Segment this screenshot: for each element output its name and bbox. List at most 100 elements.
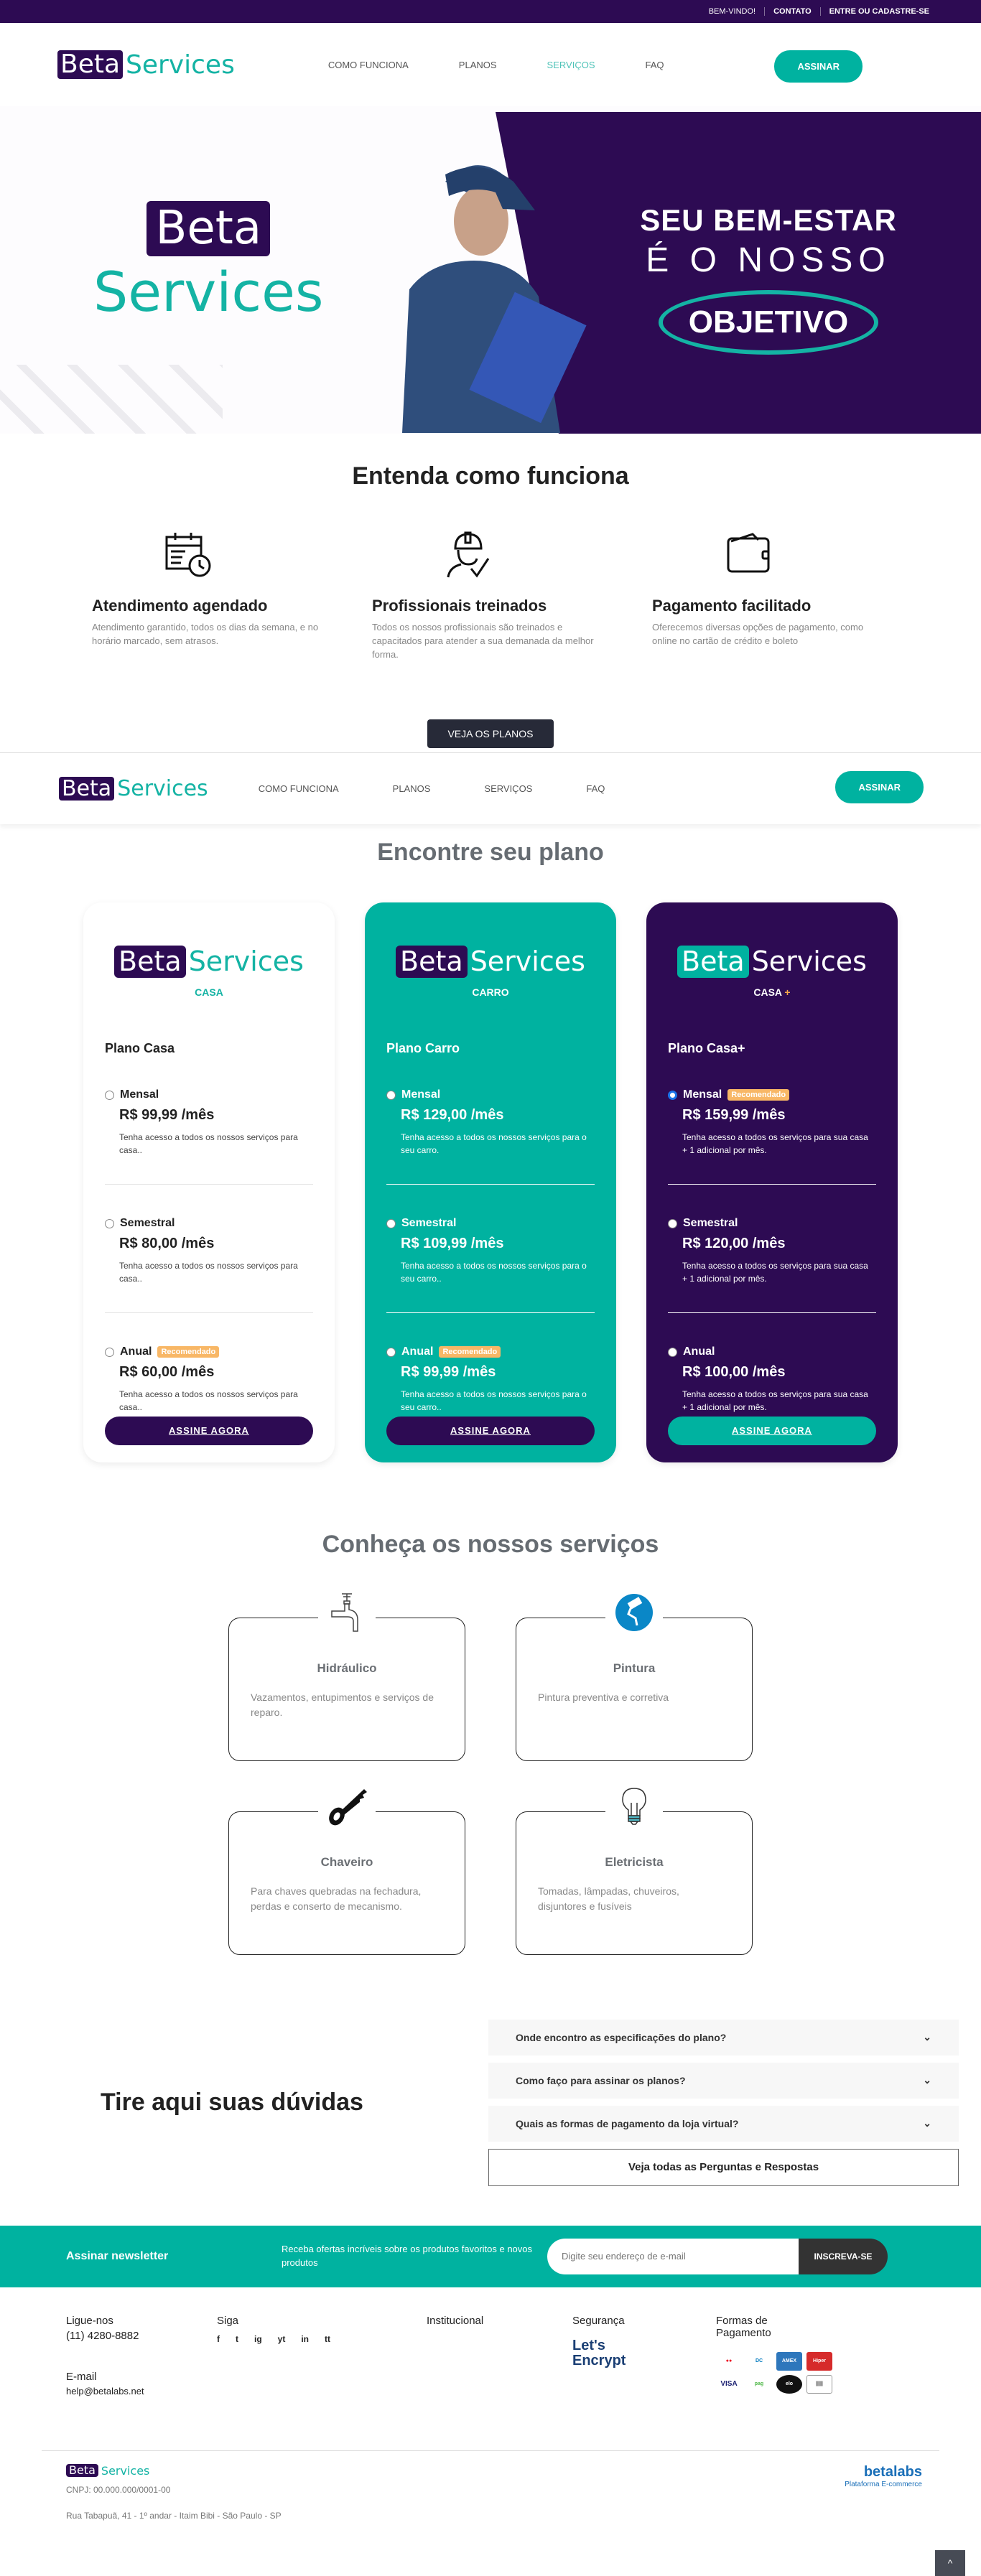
services-title: Conheça os nossos serviços bbox=[322, 1530, 659, 1558]
faq-question: Quais as formas de pagamento da loja vir… bbox=[516, 2117, 739, 2129]
slogan-line-1: SEU BEM-ESTAR bbox=[640, 203, 897, 237]
how-item-text: Atendimento garantido, todos os dias da … bbox=[92, 622, 319, 646]
faq-title: Tire aqui suas dúvidas bbox=[101, 2089, 363, 2117]
option-desc: Tenha acesso a todos os serviços para su… bbox=[682, 1261, 868, 1284]
tiktok-icon[interactable]: tt bbox=[325, 2333, 331, 2344]
radio-button[interactable] bbox=[668, 1347, 677, 1357]
service-text: Vazamentos, entupimentos e serviços de r… bbox=[251, 1691, 434, 1719]
subscribe-button[interactable]: INSCREVA-SE bbox=[799, 2238, 888, 2274]
nav-como-funciona[interactable]: COMO FUNCIONA bbox=[327, 59, 409, 70]
facebook-icon[interactable]: f bbox=[217, 2333, 220, 2344]
top-bar: BEM-VINDO! CONTATO ENTRE OU CADASTRE-SE bbox=[0, 0, 981, 23]
assine-agora-button[interactable]: ASSINE AGORA bbox=[386, 1416, 595, 1445]
footer-contact: Ligue-nos (11) 4280-8882 E-mail help@bet… bbox=[66, 2315, 217, 2397]
logo-services: Services bbox=[101, 2463, 150, 2478]
diners-club-icon: DC bbox=[746, 2351, 772, 2371]
logo-beta: Beta bbox=[677, 945, 749, 979]
logo-services: Services bbox=[117, 775, 208, 801]
sticky-nav-servicos[interactable]: SERVIÇOS bbox=[484, 783, 533, 794]
hero-stripes-decoration bbox=[0, 365, 223, 434]
newsletter-bar: Assinar newsletter Receba ofertas incrív… bbox=[0, 2225, 981, 2287]
radio-button-selected[interactable] bbox=[668, 1090, 677, 1100]
assine-agora-button[interactable]: ASSINE AGORA bbox=[105, 1416, 313, 1445]
slogan-line-2: É O NOSSO bbox=[646, 241, 891, 279]
hero-logo-beta: Beta bbox=[147, 201, 271, 256]
faq-item[interactable]: Quais as formas de pagamento da loja vir… bbox=[488, 2105, 959, 2142]
plan-option[interactable]: Mensal R$ 129,00 /mês Tenha acesso a tod… bbox=[386, 1056, 595, 1185]
assinar-button[interactable]: ASSINAR bbox=[774, 50, 863, 83]
service-title: Pintura bbox=[613, 1661, 656, 1675]
how-item: Profissionais treinados Todos os nossos … bbox=[372, 530, 609, 662]
amex-icon: AMEX bbox=[776, 2351, 802, 2371]
email-link[interactable]: help@betalabs.net bbox=[66, 2385, 144, 2397]
option-desc: Tenha acesso a todos os serviços para su… bbox=[682, 1132, 868, 1156]
twitter-icon[interactable]: t bbox=[236, 2333, 238, 2344]
assine-agora-button[interactable]: ASSINE AGORA bbox=[668, 1416, 876, 1445]
radio-button[interactable] bbox=[386, 1218, 396, 1228]
footer-divider bbox=[42, 2450, 939, 2451]
radio-button[interactable] bbox=[105, 1218, 114, 1228]
plan-option[interactable]: Mensal R$ 99,99 /mês Tenha acesso a todo… bbox=[105, 1056, 313, 1185]
sticky-nav: COMO FUNCIONA PLANOS SERVIÇOS FAQ bbox=[259, 783, 605, 794]
option-price: R$ 129,00 /mês bbox=[401, 1107, 504, 1124]
service-title: Chaveiro bbox=[320, 1854, 373, 1869]
faq-item[interactable]: Onde encontro as especificações do plano… bbox=[488, 2019, 959, 2055]
newsletter-title: Assinar newsletter bbox=[66, 2249, 169, 2262]
nav-servicos[interactable]: SERVIÇOS bbox=[547, 59, 595, 70]
login-register-link[interactable]: ENTRE OU CADASTRE-SE bbox=[819, 7, 938, 16]
instagram-icon[interactable]: ig bbox=[254, 2333, 262, 2344]
sticky-nav-como-funciona[interactable]: COMO FUNCIONA bbox=[258, 783, 339, 794]
linkedin-icon[interactable]: in bbox=[301, 2333, 310, 2344]
lets-encrypt-logo: Let's Encrypt bbox=[572, 2338, 716, 2369]
visa-icon: VISA bbox=[716, 2374, 742, 2394]
veja-os-planos-button[interactable]: VEJA OS PLANOS bbox=[427, 719, 554, 748]
contact-link[interactable]: CONTATO bbox=[764, 7, 820, 16]
plan-type-label: CASA bbox=[753, 986, 782, 999]
youtube-icon[interactable]: yt bbox=[277, 2333, 286, 2344]
lets-encrypt-line1: Let's bbox=[572, 2337, 605, 2353]
option-price: R$ 100,00 /mês bbox=[682, 1364, 786, 1381]
radio-button[interactable] bbox=[105, 1090, 114, 1100]
footer-payment: Formas de Pagamento ●● DC AMEX Hiper VIS… bbox=[716, 2315, 832, 2397]
radio-button[interactable] bbox=[386, 1347, 396, 1357]
service-text: Pintura preventiva e corretiva bbox=[538, 1691, 669, 1703]
option-price: R$ 99,99 /mês bbox=[119, 1107, 215, 1124]
back-to-top-button[interactable]: ^ bbox=[935, 2550, 965, 2576]
footer-institutional: Institucional bbox=[427, 2315, 572, 2397]
hero-logo-services: Services bbox=[93, 259, 324, 324]
sticky-assinar-button[interactable]: ASSINAR bbox=[835, 770, 924, 803]
radio-button[interactable] bbox=[668, 1218, 677, 1228]
divider bbox=[386, 1184, 595, 1185]
plan-type-label: CARRO bbox=[472, 986, 509, 999]
footer-security: Segurança Let's Encrypt bbox=[572, 2315, 716, 2397]
radio-button[interactable] bbox=[105, 1347, 114, 1357]
plan-option[interactable]: Semestral R$ 80,00 /mês Tenha acesso a t… bbox=[105, 1185, 313, 1314]
all-faq-button[interactable]: Veja todas as Perguntas e Respostas bbox=[488, 2148, 959, 2186]
radio-button[interactable] bbox=[386, 1090, 396, 1100]
betalabs-logo[interactable]: betalabs Plataforma E-commerce bbox=[845, 2464, 922, 2521]
logo-services: Services bbox=[470, 945, 585, 977]
plan-option[interactable]: Anual R$ 100,00 /mês Tenha acesso a todo… bbox=[668, 1313, 876, 1414]
plan-option[interactable]: Semestral R$ 109,99 /mês Tenha acesso a … bbox=[386, 1185, 595, 1314]
faq-item[interactable]: Como faço para assinar os planos?⌄ bbox=[488, 2062, 959, 2099]
phone-number[interactable]: (11) 4280-8882 bbox=[66, 2329, 139, 2342]
newsletter-email-input[interactable] bbox=[547, 2238, 799, 2274]
nav-faq[interactable]: FAQ bbox=[645, 59, 664, 70]
logo-services: Services bbox=[751, 945, 867, 977]
divider bbox=[386, 1312, 595, 1314]
plans-title: Encontre seu plano bbox=[377, 838, 604, 866]
sticky-nav-faq[interactable]: FAQ bbox=[586, 783, 605, 794]
plan-option[interactable]: Semestral R$ 120,00 /mês Tenha acesso a … bbox=[668, 1185, 876, 1314]
slogan-line-3: OBJETIVO bbox=[658, 290, 879, 355]
nav-planos[interactable]: PLANOS bbox=[458, 59, 497, 70]
hero-banner[interactable]: Beta Services SEU BEM-ESTAR É O NOSSO OB… bbox=[0, 106, 981, 434]
sticky-nav-planos[interactable]: PLANOS bbox=[392, 783, 431, 794]
